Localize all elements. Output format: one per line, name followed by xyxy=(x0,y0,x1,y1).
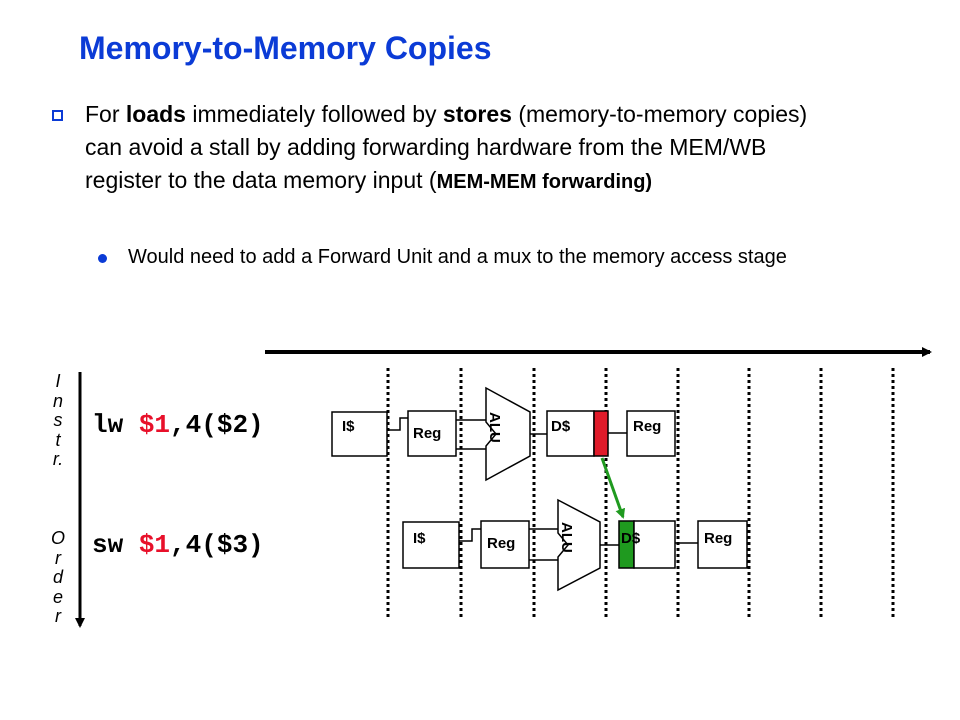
square-bullet-icon xyxy=(52,110,63,121)
alu-label: ALU xyxy=(558,522,575,553)
reg-label: Reg xyxy=(633,418,661,435)
regfile-write-block xyxy=(697,520,748,569)
dmem-label: D$ xyxy=(551,418,571,435)
instr-args: ,4($2) xyxy=(170,410,264,440)
label-letter: I xyxy=(55,371,61,391)
regfile-write-block xyxy=(626,410,676,457)
text-mem-mem-forwarding: MEM-MEM forwarding) xyxy=(436,171,653,193)
text-run: immediately followed by xyxy=(185,101,443,127)
reg-label: Reg xyxy=(487,535,515,552)
cycle-dividers xyxy=(386,368,895,620)
imem-label: I$ xyxy=(413,530,426,547)
bullet-main-text: For loads immediately followed by stores… xyxy=(85,98,812,199)
label-letter: O xyxy=(50,528,65,548)
bullet-sub-text: Would need to add a Forward Unit and a m… xyxy=(128,246,787,268)
instr-reg: $1 xyxy=(138,530,171,560)
forwarding-arrow xyxy=(600,457,626,519)
instruction-lw: lw $1,4($2) xyxy=(92,410,264,440)
mem-wb-register-red xyxy=(593,410,609,457)
label-letter: d xyxy=(52,567,63,587)
imem-block xyxy=(331,411,388,457)
alu-label: ALU xyxy=(486,412,503,443)
round-bullet-icon xyxy=(98,254,107,263)
pipeline-row-lw: I$ Reg ALU D$ Reg xyxy=(331,386,676,482)
instruction-sw: sw $1,4($3) xyxy=(92,530,264,560)
instr-args: ,4($3) xyxy=(170,530,264,560)
text-loads: loads xyxy=(125,101,186,127)
pipeline-row-sw: I$ Reg ALU D$ Reg xyxy=(402,498,748,592)
regfile-block xyxy=(480,520,530,569)
regfile-block xyxy=(407,410,457,457)
instr-op: lw xyxy=(92,410,139,440)
connector xyxy=(387,417,409,431)
imem-block xyxy=(402,521,460,569)
slide-title: Memory-to-Memory Copies xyxy=(79,30,492,66)
imem-label: I$ xyxy=(342,418,355,435)
label-letter: n xyxy=(52,390,63,411)
label-letter: r. xyxy=(52,449,64,469)
text-stores: stores xyxy=(442,101,512,127)
order-label: O r d e r xyxy=(44,528,72,627)
label-letter: s xyxy=(53,410,63,430)
instr-label: I n s t r. xyxy=(44,371,72,470)
label-letter: e xyxy=(52,586,63,607)
alu-block xyxy=(485,386,531,482)
alu-block xyxy=(557,498,601,592)
connector xyxy=(459,528,481,542)
text-run: (memory-to-memory copies) can avoid a st… xyxy=(85,101,808,193)
reg-label: Reg xyxy=(704,530,732,547)
bullet-sub: Would need to add a Forward Unit and a m… xyxy=(90,243,850,271)
label-letter: r xyxy=(55,547,61,568)
instr-op: sw xyxy=(92,530,139,560)
label-letter: r xyxy=(55,606,61,626)
reg-label: Reg xyxy=(413,425,441,442)
dmem-label: D$ xyxy=(621,530,641,547)
dmem-block xyxy=(633,520,676,569)
dmem-block xyxy=(546,410,595,457)
instr-reg: $1 xyxy=(138,410,171,440)
bullet-main: For loads immediately followed by stores… xyxy=(52,98,812,199)
label-letter: t xyxy=(55,429,61,450)
text-run: For xyxy=(85,101,126,127)
